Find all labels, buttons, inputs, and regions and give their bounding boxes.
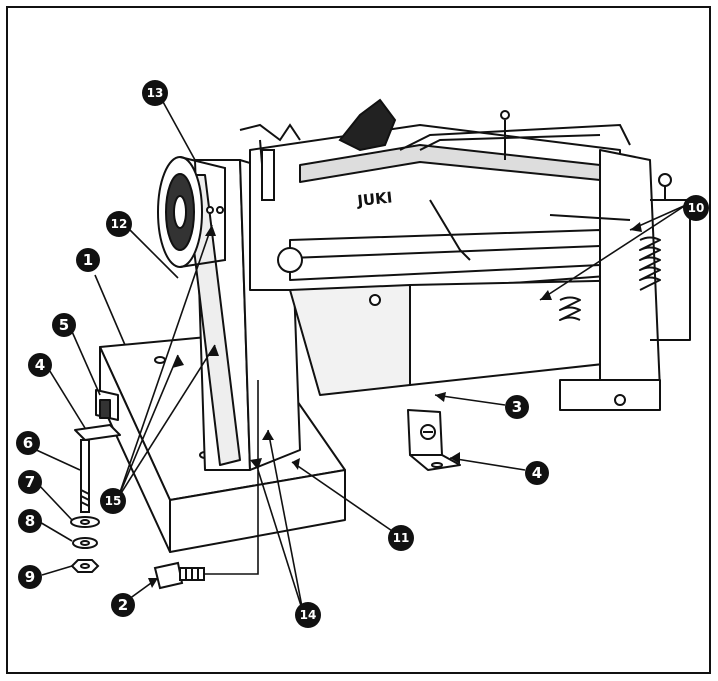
svg-text:11: 11	[393, 531, 410, 545]
svg-text:3: 3	[512, 398, 522, 416]
svg-text:8: 8	[25, 512, 35, 530]
hinge-bracket-right	[407, 409, 461, 471]
callout-4-right: 4	[525, 461, 549, 485]
leader-arrowheads	[148, 222, 642, 588]
svg-text:9: 9	[25, 568, 35, 586]
callout-11: 11	[388, 525, 414, 551]
svg-text:13: 13	[147, 86, 164, 100]
callout-5: 5	[52, 313, 76, 337]
svg-text:4: 4	[532, 464, 542, 482]
thread-guide-assembly	[239, 98, 631, 261]
svg-text:4: 4	[35, 356, 45, 374]
svg-text:5: 5	[59, 316, 69, 334]
callout-1: 1	[76, 248, 100, 272]
svg-text:1: 1	[83, 251, 93, 269]
svg-text:14: 14	[300, 608, 317, 622]
svg-text:10: 10	[688, 201, 705, 215]
hinge-screw-assembly	[70, 439, 100, 573]
svg-text:6: 6	[23, 434, 33, 452]
svg-text:15: 15	[105, 494, 122, 508]
callout-8: 8	[18, 509, 42, 533]
callout-14: 14	[295, 602, 321, 628]
callout-7: 7	[18, 470, 42, 494]
machine-head	[249, 124, 691, 411]
svg-text:2: 2	[118, 596, 128, 614]
callout-4-left: 4	[28, 353, 52, 377]
svg-text:7: 7	[25, 473, 35, 491]
callout-13: 13	[142, 80, 168, 106]
hinge-bracket-left	[74, 389, 121, 441]
mounting-bolt	[153, 561, 205, 590]
callout-2: 2	[111, 593, 135, 617]
callout-12: 12	[106, 211, 132, 237]
svg-text:12: 12	[111, 217, 128, 231]
callout-9: 9	[18, 565, 42, 589]
callout-15: 15	[100, 488, 126, 514]
brand-logo: JUKI	[356, 188, 394, 210]
callout-10: 10	[683, 195, 709, 221]
callout-3: 3	[505, 395, 529, 419]
handwheel	[157, 156, 226, 268]
callout-6: 6	[16, 431, 40, 455]
